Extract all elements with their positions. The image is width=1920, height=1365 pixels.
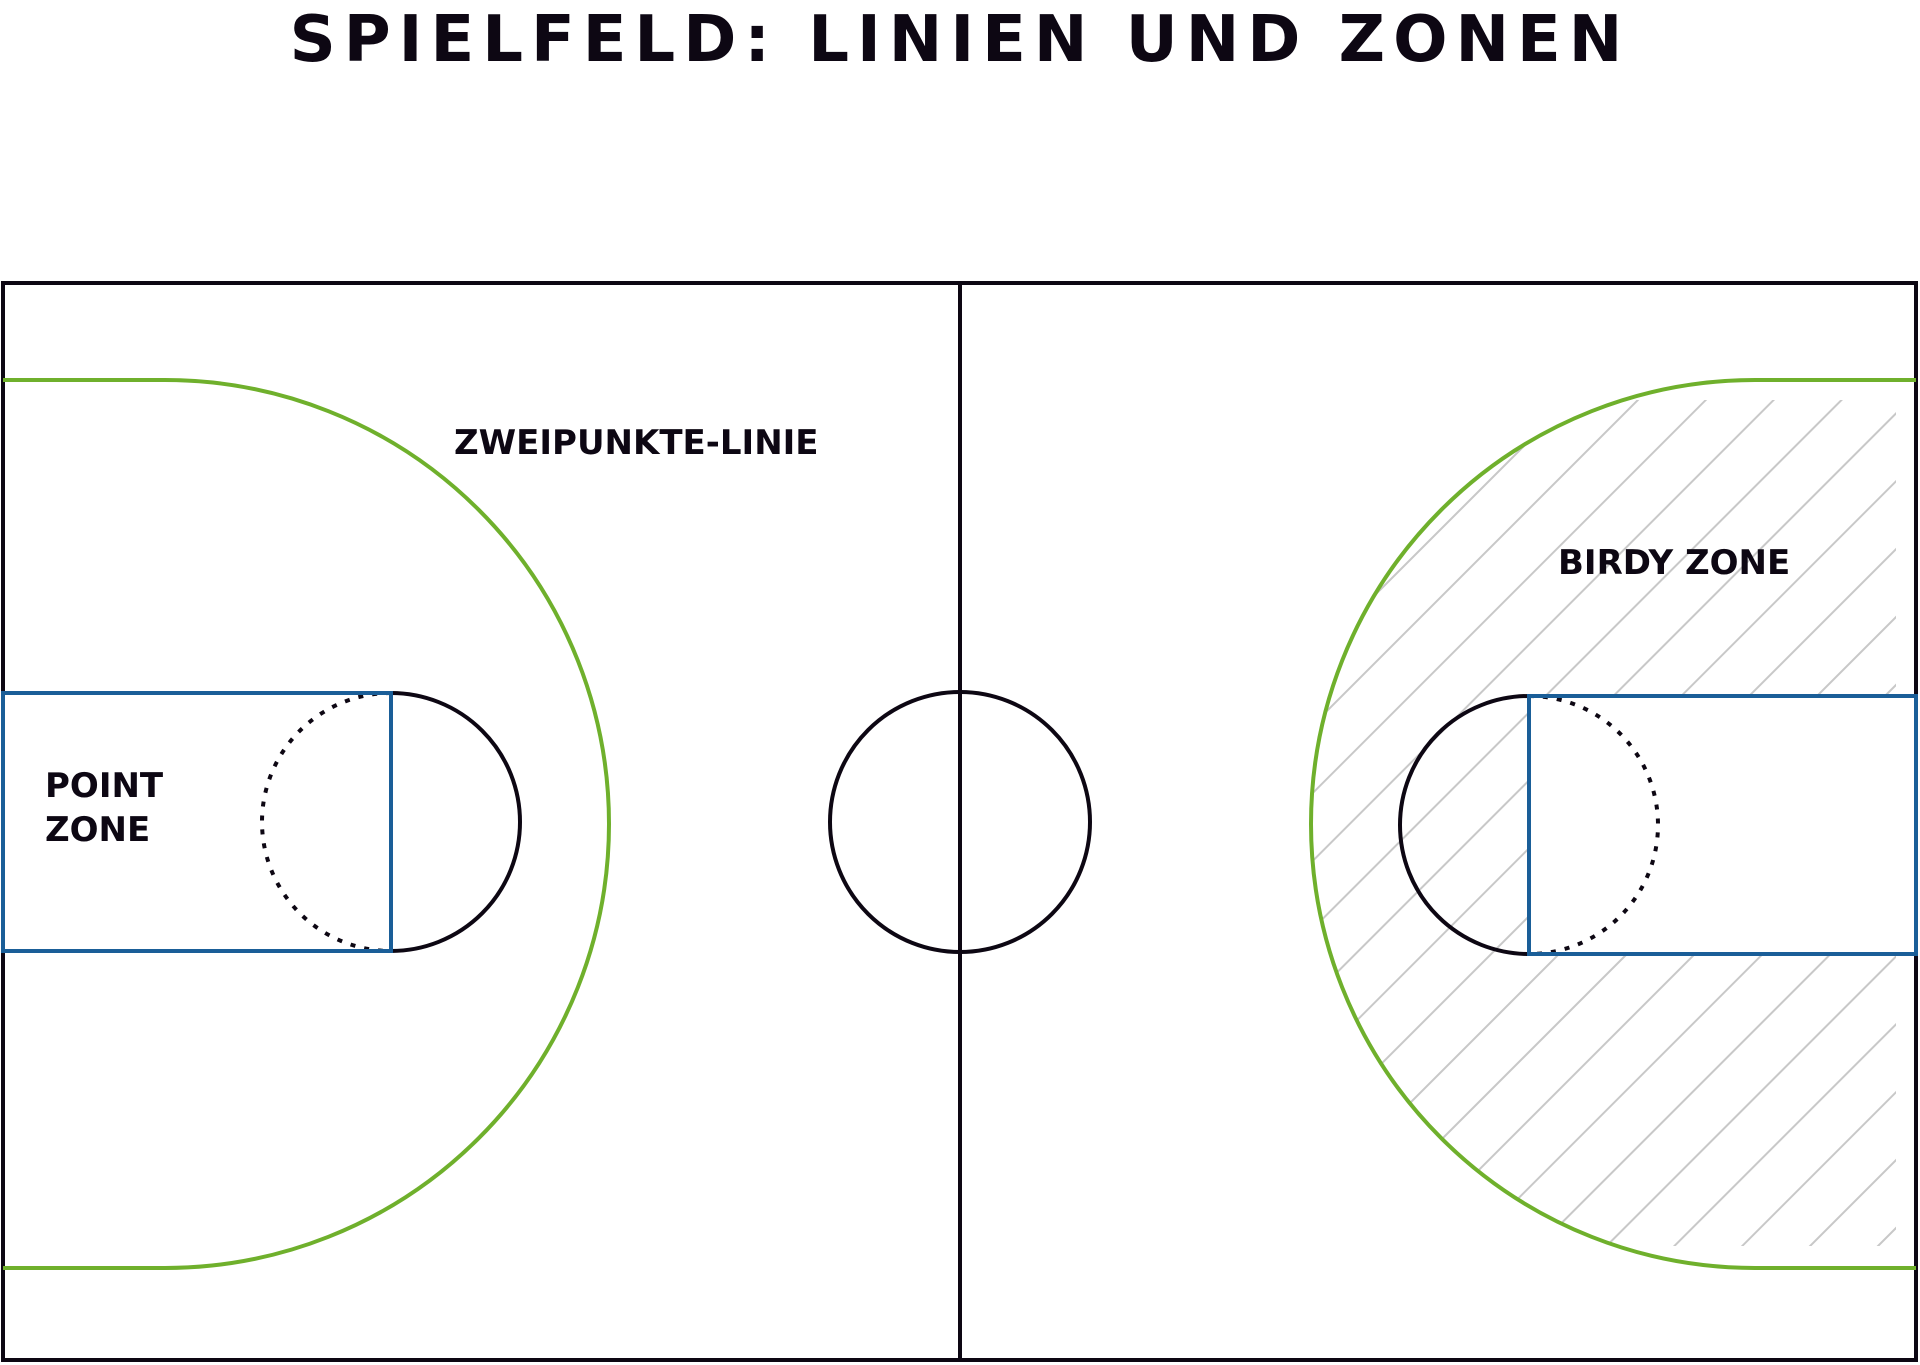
free-throw-arc-dashed-left [260, 691, 392, 953]
point-zone-label-line2: ZONE [45, 810, 150, 850]
point-zone-left [1, 691, 393, 953]
two-point-line-left [3, 378, 611, 1270]
birdy-zone-label: BIRDY ZONE [1558, 543, 1790, 583]
point-zone-label-line1: POINT [45, 766, 164, 806]
point-zone-right [1527, 694, 1918, 956]
two-point-line-right [1309, 378, 1916, 1270]
two-point-line-label: ZWEIPUNKTE-LINIE [454, 423, 819, 463]
page-title: SPIELFELD: LINIEN UND ZONEN [289, 3, 1631, 77]
free-throw-arc-left [390, 691, 522, 953]
birdy-zone-hatch [1311, 400, 1916, 1246]
center-circle [828, 690, 1092, 954]
free-throw-arc-right [1398, 694, 1530, 956]
